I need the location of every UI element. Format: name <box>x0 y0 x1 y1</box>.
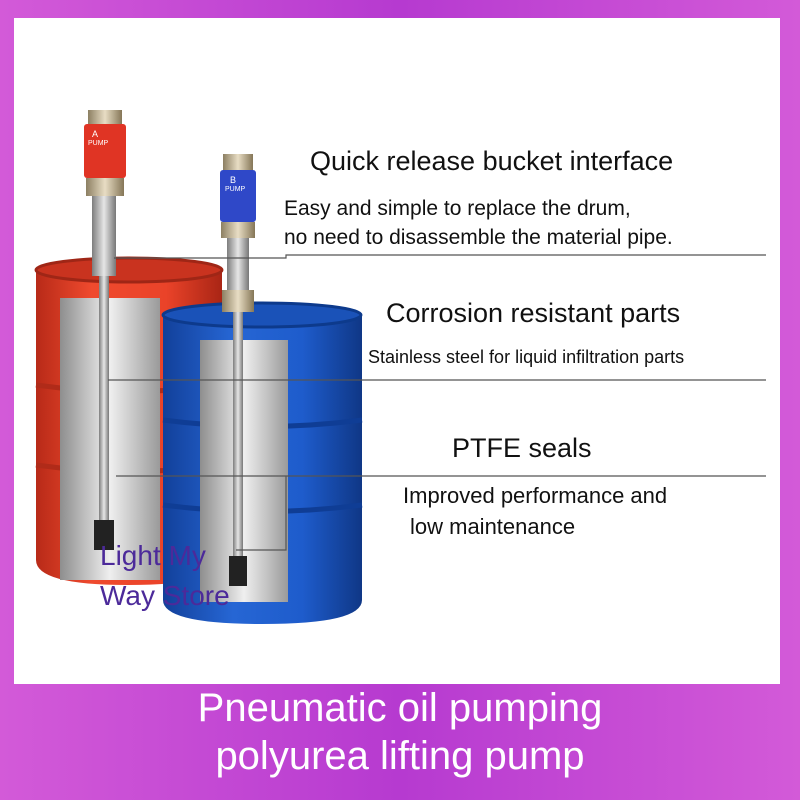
product-image-panel: A PUMP B PUMP <box>14 18 780 684</box>
pump-a-word: PUMP <box>88 140 109 147</box>
store-watermark-line2: Way Store <box>100 580 230 611</box>
footer-title-line1: Pneumatic oil pumping <box>197 686 603 730</box>
pump-a-letter: A <box>92 129 99 139</box>
pump-b-letter: B <box>230 175 237 185</box>
feature-title-corrosion: Corrosion resistant parts <box>386 298 681 328</box>
pump-b-word: PUMP <box>225 186 246 193</box>
feature-desc-ptfe-2: low maintenance <box>410 514 576 539</box>
footer-title-line2: polyurea lifting pump <box>215 734 585 778</box>
feature-desc-ptfe-1: Improved performance and <box>403 483 668 508</box>
feature-title-ptfe: PTFE seals <box>452 433 592 463</box>
store-watermark-line1: Light My <box>100 540 206 571</box>
pump-a <box>84 110 126 550</box>
feature-desc-corrosion: Stainless steel for liquid infiltration … <box>368 347 685 367</box>
pump-b <box>220 154 256 586</box>
feature-desc-quick-release-1: Easy and simple to replace the drum, <box>284 197 631 220</box>
drum-pump-illustration <box>34 110 766 624</box>
feature-title-quick-release: Quick release bucket interface <box>310 146 674 176</box>
footer-banner: Pneumatic oil pumping polyurea lifting p… <box>0 684 800 780</box>
blue-drum <box>161 301 363 624</box>
feature-desc-quick-release-2: no need to disassemble the material pipe… <box>284 226 673 249</box>
callout-lines <box>108 254 766 551</box>
